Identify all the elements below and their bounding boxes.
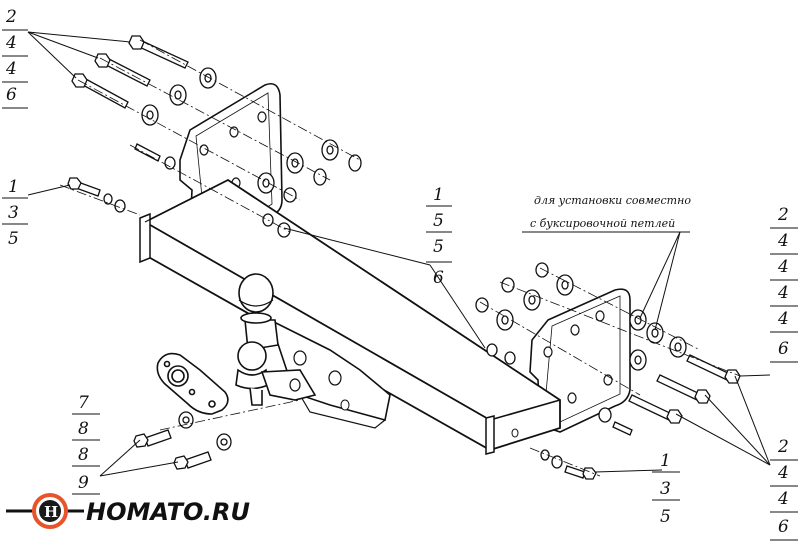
callout-label: 2 xyxy=(777,437,789,457)
logo-ring xyxy=(32,493,68,529)
callout-right-lower: 2 4 4 6 xyxy=(770,437,798,541)
note-line-2: с буксировочной петлей xyxy=(530,217,675,230)
callout-label: 7 xyxy=(78,393,89,413)
callout-label: 4 xyxy=(777,257,789,277)
callout-label: 4 xyxy=(5,59,17,79)
callout-label: 5 xyxy=(660,507,671,527)
callout-label: 4 xyxy=(777,463,789,483)
site-logo[interactable]: H HOMATO.RU xyxy=(6,493,250,529)
washer xyxy=(169,84,187,106)
callout-label: 3 xyxy=(660,479,671,499)
callout-label: 4 xyxy=(777,231,789,251)
callout-bottom-right: 1 3 5 xyxy=(652,451,680,527)
callout-label: 8 xyxy=(78,445,89,465)
callout-top-left: 2 4 4 6 xyxy=(2,7,28,109)
callout-label: 1 xyxy=(433,185,444,205)
fasteners xyxy=(67,35,741,480)
callout-label: 5 xyxy=(8,229,19,249)
callout-label: 6 xyxy=(433,268,444,288)
tow-loop-note: для установки совместно с буксировочной … xyxy=(530,194,691,230)
towbar-drawing xyxy=(139,82,631,455)
callout-label: 4 xyxy=(5,33,17,53)
callout-mid-left: 1 3 5 xyxy=(2,177,28,249)
callout-bottom-left: 7 8 8 9 xyxy=(72,393,100,495)
tow-ball xyxy=(238,273,279,351)
callout-right-upper: 2 4 4 4 4 6 xyxy=(770,205,798,363)
callout-label: 4 xyxy=(777,489,789,509)
callout-label: 5 xyxy=(433,237,444,257)
washer xyxy=(199,67,217,89)
callout-label: 4 xyxy=(777,283,789,303)
logo-text: HOMATO.RU xyxy=(86,498,250,526)
note-line-1: для установки совместно xyxy=(534,194,691,207)
socket-plate xyxy=(156,352,229,415)
callout-label: 3 xyxy=(8,203,19,223)
callout-label: 2 xyxy=(777,205,789,225)
callout-center: 1 5 5 6 xyxy=(426,185,452,288)
center-lines xyxy=(59,39,741,477)
svg-text:H: H xyxy=(44,503,58,521)
callout-label: 6 xyxy=(778,339,789,359)
callout-label: 6 xyxy=(6,85,17,105)
washer xyxy=(141,104,159,126)
callout-label: 4 xyxy=(777,309,789,329)
callout-label: 5 xyxy=(433,211,444,231)
coupling-ball-assembly xyxy=(235,341,317,406)
callout-label: 9 xyxy=(78,473,89,493)
callout-label: 6 xyxy=(778,517,789,537)
callout-label: 1 xyxy=(8,177,19,197)
callout-label: 2 xyxy=(5,7,17,27)
leader-lines xyxy=(27,31,771,477)
callout-label: 1 xyxy=(660,451,671,471)
callout-label: 8 xyxy=(78,419,89,439)
